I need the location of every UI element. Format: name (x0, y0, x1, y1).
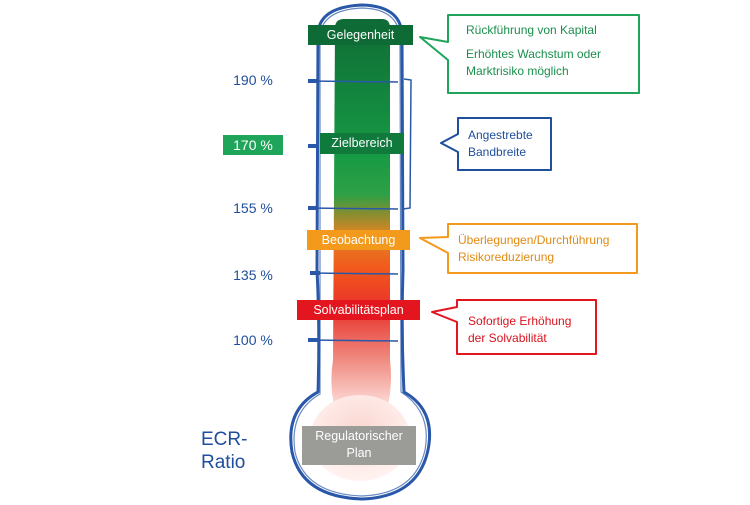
level-label-regulatorischer-plan: Regulatorischer Plan (315, 429, 403, 460)
level-label-beobachtung: Beobachtung (321, 233, 396, 247)
callout-red-line-1: Sofortige Erhöhung (468, 314, 572, 328)
level-label-gelegenheit: Gelegenheit (326, 28, 395, 42)
callout-orange-text: Überlegungen/Durchführung Risikoreduzier… (458, 232, 609, 266)
ecr-ratio-label-line-2: Ratio (201, 452, 246, 473)
level-label-solvabilitaetsplan: Solvabilitätsplan (313, 303, 404, 317)
ecr-ratio-label: ECR- Ratio (201, 428, 247, 474)
tick-label-190: 190 % (233, 72, 273, 88)
tick-line-190 (307, 80, 399, 83)
level-box-regulatorischer-plan (302, 426, 416, 465)
tick-lines (307, 79, 399, 342)
level-box-zielbereich (320, 133, 404, 154)
callout-red-text: Sofortige Erhöhung der Solvabilität (468, 313, 571, 347)
level-box-gelegenheit (308, 25, 413, 45)
callout-orange-line-1: Überlegungen/Durchführung (458, 233, 610, 247)
callout-blue-text: Angestrebte Bandbreite (468, 127, 533, 161)
thermometer-outline (289, 3, 432, 501)
callout-blue-line-2: Bandbreite (468, 145, 527, 159)
target-range-bracket (402, 78, 412, 210)
callout-red-line-2: der Solvabilität (468, 331, 547, 345)
tick-label-155: 155 % (233, 200, 273, 216)
tick-line-100 (307, 339, 399, 342)
callout-green-line-2: Erhöhtes Wachstum oder (466, 47, 601, 61)
tick-line-135 (309, 272, 399, 275)
level-box-beobachtung (307, 230, 410, 250)
callout-green (419, 14, 640, 94)
callout-orange (419, 223, 638, 274)
tick-label-170: 170 % (223, 135, 283, 155)
level-box-solvabilitaetsplan (297, 300, 420, 320)
callout-green-text: Rückführung von Kapital Erhöhtes Wachstu… (466, 22, 601, 80)
callout-blue (440, 117, 552, 171)
tick-label-135: 135 % (233, 267, 273, 283)
callout-blue-line-1: Angestrebte (468, 128, 533, 142)
tick-line-155 (307, 207, 399, 210)
ecr-ratio-label-line-1: ECR- (201, 429, 248, 450)
callout-green-line-1: Rückführung von Kapital (466, 23, 597, 37)
level-label-zielbereich: Zielbereich (331, 136, 393, 150)
thermometer-fill (331, 19, 391, 410)
tick-label-100: 100 % (233, 332, 273, 348)
callout-orange-line-2: Risikoreduzierung (458, 250, 555, 264)
callout-red (431, 299, 597, 355)
thermometer-outline-sketch (293, 7, 427, 497)
callout-green-line-3: Marktrisiko möglich (466, 64, 569, 78)
